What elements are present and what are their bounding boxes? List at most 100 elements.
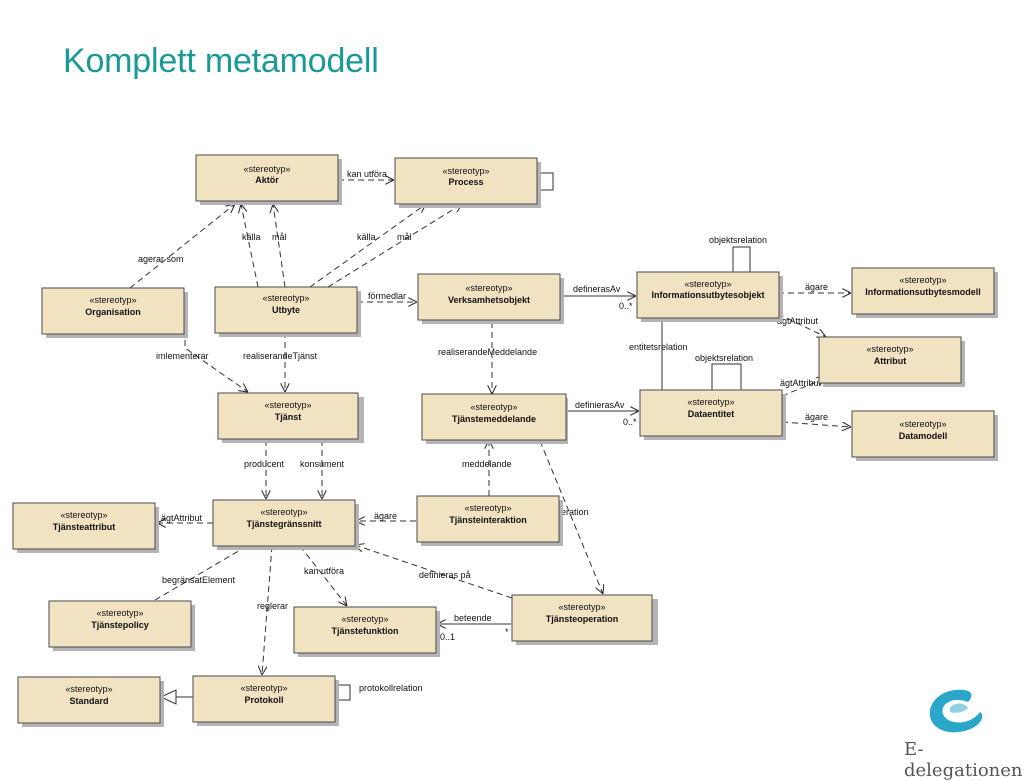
label-mal-2: mål <box>397 232 412 242</box>
label-imlementerar: imlementerar <box>156 351 209 361</box>
label-kan-utfora-2: kan utföra <box>304 566 344 576</box>
stereotype-label: «stereotyp» <box>470 402 517 412</box>
edge-kan-utfora-2 <box>299 545 347 606</box>
label-realiserandeMeddelande: realiserandeMeddelande <box>438 347 537 357</box>
class-process[interactable]: «stereotyp» Process <box>394 157 541 208</box>
stereotype-label: «stereotyp» <box>240 683 287 693</box>
edge-agerar-som <box>129 204 235 289</box>
class-informationsutbytesmodell[interactable]: «stereotyp» Informationsutbytesmodell <box>851 267 998 318</box>
class-name: Utbyte <box>272 305 300 315</box>
label-entitetsrelation: entitetsrelation <box>629 342 688 352</box>
label-producent: producent <box>244 459 285 469</box>
label-agare-1: ägare <box>805 282 828 292</box>
class-utbyte[interactable]: «stereotyp» Utbyte <box>214 286 361 337</box>
class-name: Attribut <box>874 356 907 366</box>
class-aktor[interactable]: «stereotyp» Aktör <box>195 154 342 205</box>
label-multiplicity-1: 0..* <box>619 301 633 311</box>
stereotype-label: «stereotyp» <box>243 164 290 174</box>
stereotype-label: «stereotyp» <box>65 684 112 694</box>
generalization-arrowhead <box>159 689 177 705</box>
label-multiplicity-3: 0..1 <box>440 632 455 642</box>
class-tjanstemeddelande[interactable]: «stereotyp» Tjänstemeddelande <box>421 393 568 444</box>
edge-operation <box>539 440 603 594</box>
stereotype-label: «stereotyp» <box>558 602 605 612</box>
label-mal-1: mål <box>272 232 287 242</box>
edge-protokollrelation <box>335 684 351 701</box>
class-tjanstepolicy[interactable]: «stereotyp» Tjänstepolicy <box>48 600 195 651</box>
page-title: Komplett metamodell <box>63 42 379 80</box>
class-protokoll[interactable]: «stereotyp» Protokoll <box>192 675 339 726</box>
class-name: Datamodell <box>899 431 948 441</box>
edge-agtAttribut-2 <box>781 378 826 397</box>
label-multiplicity-4: * <box>505 627 509 637</box>
edge-objektsrelation-1 <box>732 246 751 272</box>
edge-mal-utbyte-aktor <box>273 204 286 288</box>
class-name: Dataentitet <box>688 409 735 419</box>
stereotype-label: «stereotyp» <box>899 275 946 285</box>
class-standard[interactable]: «stereotyp» Standard <box>17 676 164 727</box>
label-begransatElement: begränsatElement <box>162 575 236 585</box>
class-name: Tjänstepolicy <box>91 620 149 630</box>
label-formedlar: förmedlar <box>368 291 406 301</box>
edge-begransatElement <box>154 545 248 601</box>
class-tjanst[interactable]: «stereotyp» Tjänst <box>217 392 364 443</box>
label-objektsrelation-2: objektsrelation <box>695 353 753 363</box>
logo-text: E-delegationen <box>904 739 1023 781</box>
e-delegationen-logo-icon <box>929 689 983 733</box>
class-organisation[interactable]: «stereotyp» Organisation <box>41 287 188 338</box>
class-verksamhetsobjekt[interactable]: «stereotyp» Verksamhetsobjekt <box>417 273 564 324</box>
class-attribut[interactable]: «stereotyp» Attribut <box>818 336 965 387</box>
class-datamodell[interactable]: «stereotyp» Datamodell <box>851 410 998 461</box>
class-name: Process <box>448 177 483 187</box>
class-tjanstefunktion[interactable]: «stereotyp» Tjänstefunktion <box>293 606 440 657</box>
class-dataentitet[interactable]: «stereotyp» Dataentitet <box>639 389 786 440</box>
label-agare-3: ägare <box>374 511 397 521</box>
label-operation: operation <box>551 507 589 517</box>
label-realiserandeTjanst: realiserandeTjänst <box>243 351 318 361</box>
class-name: Tjänstegränssnitt <box>246 519 321 529</box>
stereotype-label: «stereotyp» <box>442 166 489 176</box>
label-reglerar: reglerar <box>257 601 288 611</box>
label-agerar-som: agerar som <box>138 254 184 264</box>
class-name: Protokoll <box>244 695 283 705</box>
stereotype-label: «stereotyp» <box>341 614 388 624</box>
stereotype-label: «stereotyp» <box>60 510 107 520</box>
class-name: Tjänsteinteraktion <box>449 515 527 525</box>
edge-kalla-utbyte-process <box>309 204 426 288</box>
edge-imlementerar <box>184 330 248 392</box>
stereotype-label: «stereotyp» <box>899 419 946 429</box>
class-name: Informationsutbytesmodell <box>865 287 981 297</box>
connectors <box>129 172 851 705</box>
class-tjansteattribut[interactable]: «stereotyp» Tjänsteattribut <box>12 502 159 553</box>
label-kalla-1: källa <box>242 232 261 242</box>
label-objektsrelation-1: objektsrelation <box>709 235 767 245</box>
label-kan-utfora-1: kan utföra <box>347 169 387 179</box>
label-definerasAv-1: definerasAv <box>573 284 621 294</box>
class-name: Tjänst <box>275 412 302 422</box>
label-beteende: beteende <box>454 613 492 623</box>
class-name: Tjänsteoperation <box>546 614 619 624</box>
class-tjansteoperation[interactable]: «stereotyp» Tjänsteoperation <box>511 594 658 645</box>
edge-mal-utbyte-process <box>327 204 462 288</box>
class-tjanstegranssnitt[interactable]: «stereotyp» Tjänstegränssnitt <box>212 499 359 550</box>
class-name: Tjänstefunktion <box>332 626 399 636</box>
stereotype-label: «stereotyp» <box>260 507 307 517</box>
edge-objektsrelation-2 <box>711 363 742 390</box>
class-name: Standard <box>69 696 108 706</box>
edge-definieras-pa <box>355 545 513 599</box>
stereotype-label: «stereotyp» <box>866 344 913 354</box>
class-name: Organisation <box>85 307 141 317</box>
label-agtAttribut-1: ägtAttribut <box>777 316 819 326</box>
label-agtAttribut-3: ägtAttribut <box>161 513 203 523</box>
class-informationsutbytesobjekt[interactable]: «stereotyp» Informationsutbytesobjekt <box>636 271 783 322</box>
label-kalla-2: källa <box>357 232 376 242</box>
class-name: Aktör <box>255 175 279 185</box>
edge-reglerar <box>262 545 273 675</box>
class-tjansteinteraktion[interactable]: «stereotyp» Tjänsteinteraktion <box>416 495 563 546</box>
label-agare-2: ägare <box>805 412 828 422</box>
label-konsument: konsument <box>300 459 345 469</box>
label-multiplicity-2: 0..* <box>623 417 637 427</box>
stereotype-label: «stereotyp» <box>464 503 511 513</box>
label-agtAttribut-2: ägtAttribut <box>780 378 822 388</box>
